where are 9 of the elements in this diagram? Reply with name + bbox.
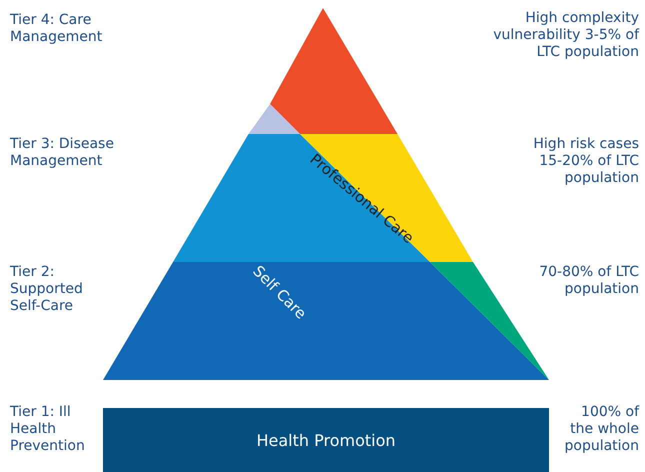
tier-label: Tier 1: Ill Health Prevention [10,404,86,455]
tier-bar: Health Promotion [103,408,549,472]
population-note: 100% of the whole population [564,404,639,455]
population-note: High risk cases 15-20% of LTC population [532,136,639,187]
population-note: 70-80% of LTC population [538,264,639,298]
tier-label: Tier 3: Disease Management [10,136,115,170]
population-note: High complexity vulnerability 3-5% of LTC population [492,10,639,61]
tier-label: Tier 4: Care Management [10,12,104,46]
tier-label: Tier 2: Supported Self-Care [10,264,84,315]
